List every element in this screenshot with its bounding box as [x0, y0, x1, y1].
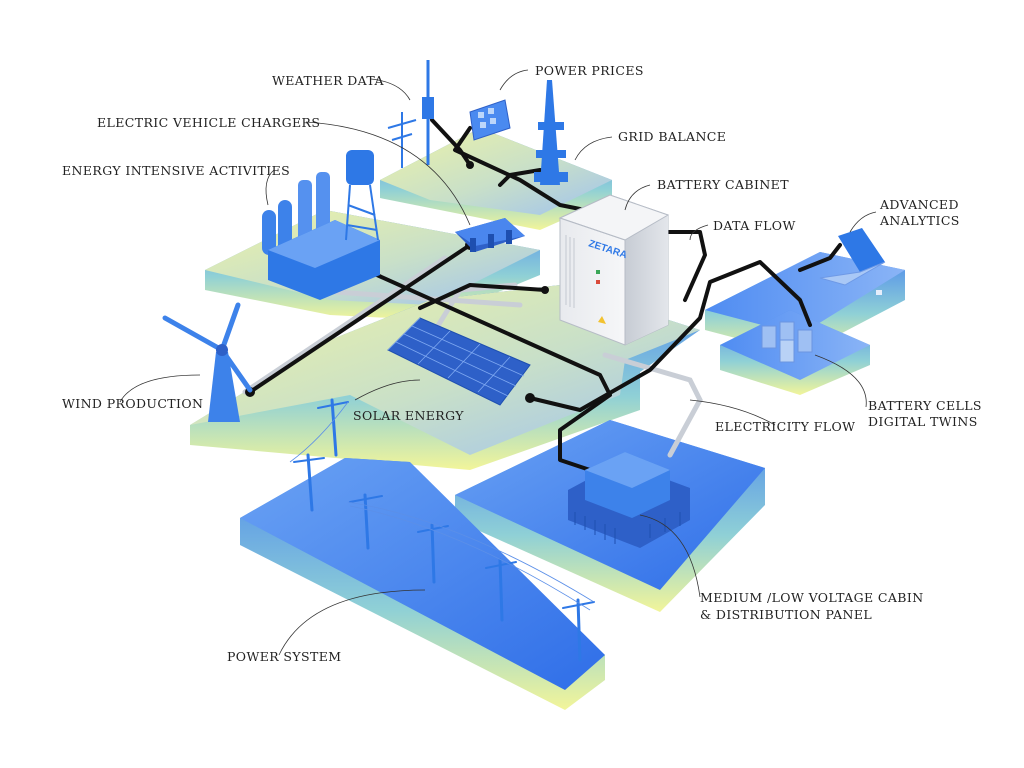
- label-battery-cabinet: BATTERY CABINET: [657, 177, 789, 192]
- label-battery-cells-2: DIGITAL TWINS: [868, 414, 978, 429]
- industrial-plant-icon: [262, 150, 380, 300]
- label-ev-chargers: ELECTRIC VEHICLE CHARGERS: [97, 115, 321, 130]
- label-energy-intensive: ENERGY INTENSIVE ACTIVITIES: [62, 163, 291, 178]
- label-mv-cabin-2: & DISTRIBUTION PANEL: [700, 607, 873, 622]
- wind-turbine-icon: [162, 302, 253, 422]
- label-grid-balance: GRID BALANCE: [618, 129, 727, 144]
- laptop-icon: [819, 228, 886, 295]
- battery-cabinet-icon: ZETARA: [558, 194, 670, 346]
- label-power-prices: POWER PRICES: [535, 63, 644, 78]
- label-weather-data: WEATHER DATA: [272, 73, 384, 88]
- power-wires: [289, 401, 595, 611]
- platform-power: [240, 458, 605, 710]
- label-advanced-analytics-2: ANALYTICS: [880, 213, 960, 228]
- battery-cells-icon: [761, 321, 813, 363]
- data-lines: [248, 103, 842, 472]
- label-advanced-analytics-1: ADVANCED: [880, 197, 959, 212]
- label-battery-cells-1: BATTERY CELLS: [868, 398, 982, 413]
- callout-lines: [119, 69, 877, 656]
- label-wind-production: WIND PRODUCTION: [62, 396, 204, 411]
- platform-top: [380, 128, 612, 230]
- label-power-system: POWER SYSTEM: [227, 649, 342, 664]
- power-prices-billboard-icon: [469, 99, 511, 141]
- label-mv-cabin-1: MEDIUM /LOW VOLTAGE CABIN: [700, 590, 924, 605]
- weather-mast-icon: [387, 60, 434, 168]
- utility-poles-icon: [293, 398, 595, 662]
- mv-cabin-icon: [568, 452, 690, 548]
- label-solar-energy: SOLAR ENERGY: [353, 408, 464, 423]
- solar-panel-icon: [387, 317, 531, 406]
- label-data-flow: DATA FLOW: [713, 218, 796, 233]
- grid-balance-tower-icon: [534, 80, 568, 185]
- label-electricity-flow: ELECTRICITY FLOW: [715, 419, 856, 434]
- ev-chargers-icon: [455, 218, 525, 252]
